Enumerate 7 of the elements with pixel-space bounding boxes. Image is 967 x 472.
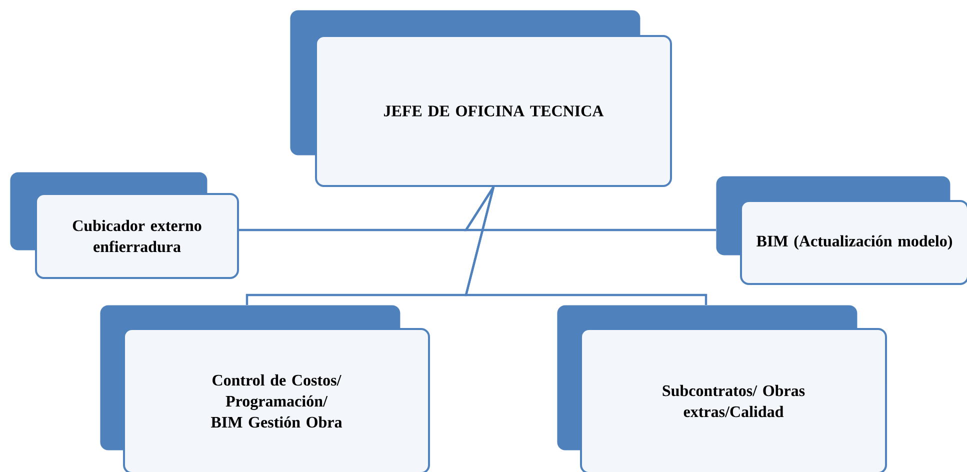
org-box: Control de Costos/ Programación/ BIM Gestión Obra: [100, 305, 430, 472]
org-box: Cubicador externo enfierradura: [10, 172, 239, 279]
org-box: BIM (Actualización modelo): [716, 176, 967, 285]
org-box: JEFE DE OFICINA TECNICA: [290, 10, 672, 187]
connector-line: [464, 186, 716, 232]
connector-line: [464, 186, 708, 305]
org-box: Subcontratos/ Obras extras/Calidad: [557, 305, 887, 472]
